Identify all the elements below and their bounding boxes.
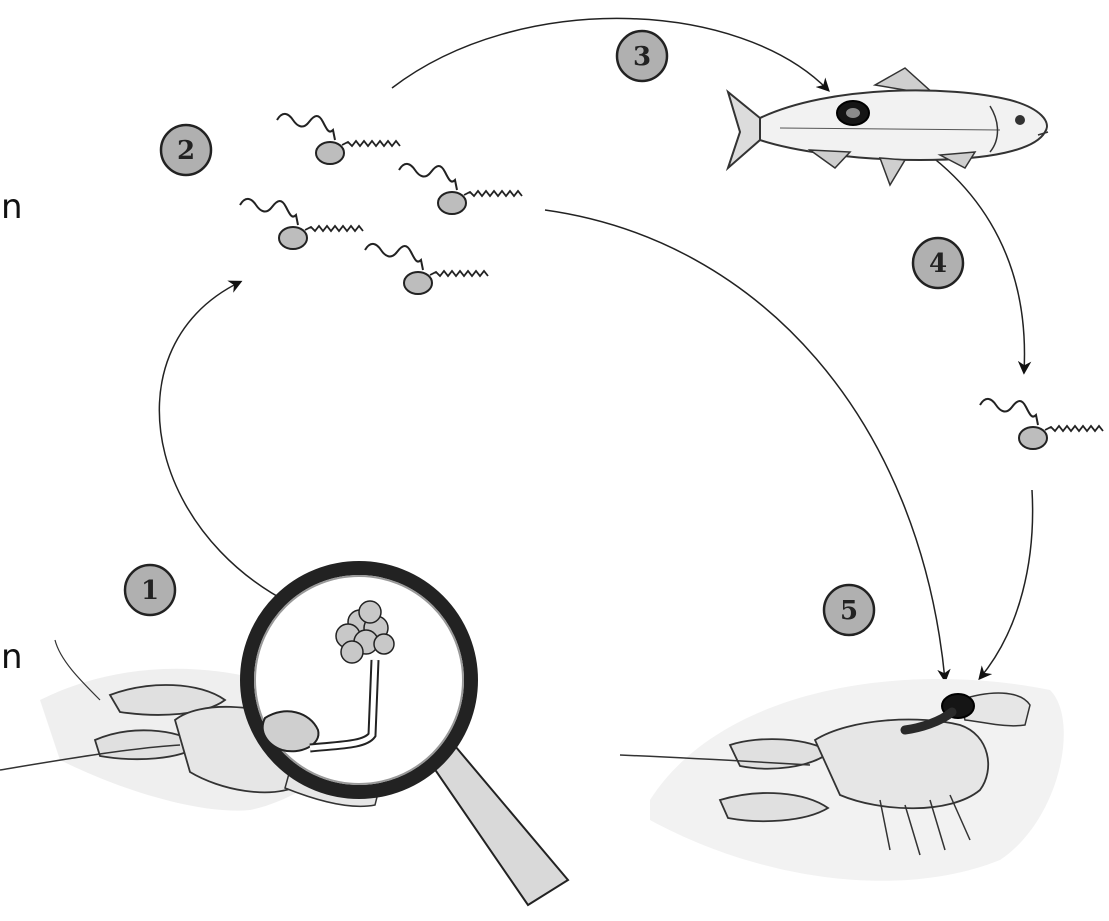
zoospore-icon (980, 399, 1103, 449)
zoospore-icon (277, 114, 400, 164)
step-badge-5: 5 (824, 585, 874, 635)
step-badge-1: 1 (125, 565, 175, 615)
step-badge-2: 2 (161, 125, 211, 175)
step-number: 4 (929, 249, 947, 279)
zoospore-icon (365, 244, 488, 294)
crayfish-host-icon (620, 679, 1064, 881)
fish-host-icon (728, 68, 1048, 185)
cyst-core (846, 108, 860, 118)
arrow-2-to-5 (545, 210, 945, 680)
step-number: 3 (633, 42, 651, 72)
edge-text-fragment: n (1, 637, 23, 677)
step-number: 2 (177, 136, 195, 166)
edge-text-fragment: n (1, 187, 23, 227)
zoospore-icon (240, 199, 363, 249)
step-badge-3: 3 (617, 31, 667, 81)
step-badge-4: 4 (913, 238, 963, 288)
zoospore-icon (399, 164, 522, 214)
arrow-4-to-5 (980, 490, 1033, 678)
arrow-2-to-3 (392, 18, 828, 90)
step-number: 1 (141, 576, 159, 606)
arrow-1-to-2 (159, 282, 330, 620)
step-number: 5 (840, 596, 858, 626)
zoospore-cluster (240, 114, 522, 294)
